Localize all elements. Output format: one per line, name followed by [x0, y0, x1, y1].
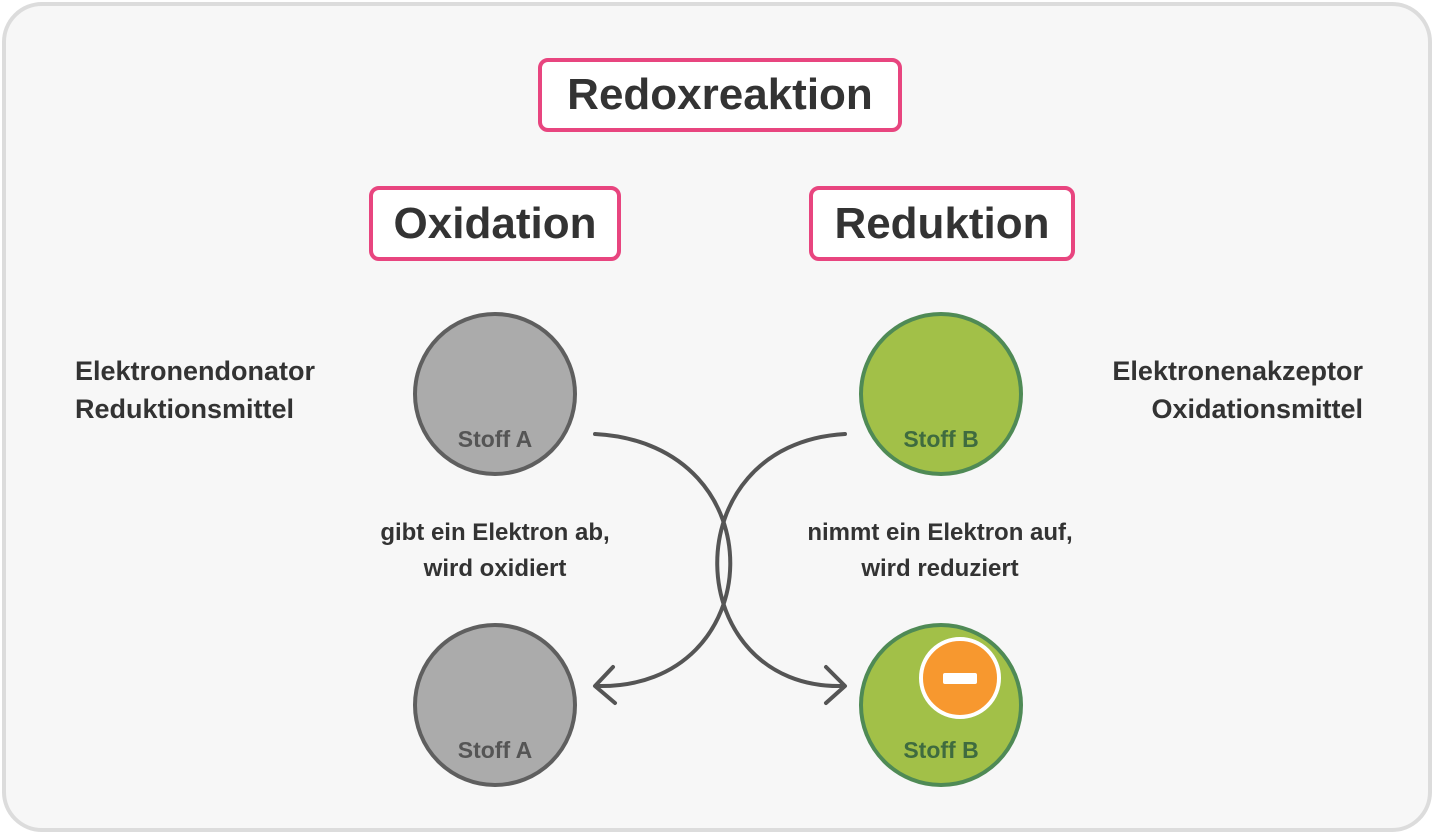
reduction-description-line-2: wird reduziert — [861, 555, 1019, 582]
reduction-heading: Reduktion — [834, 198, 1050, 248]
substance-b-circle — [859, 312, 1023, 476]
substance-b-label: Stoff B — [903, 737, 978, 763]
minus-charge-icon — [919, 637, 1001, 719]
oxidation-heading-box: Oxidation — [369, 186, 621, 261]
substance-a-bottom: Stoff A — [413, 623, 577, 787]
reducing-agent-label: Reduktionsmittel — [75, 394, 295, 424]
substance-a-circle — [413, 312, 577, 476]
oxidation-description: gibt ein Elektron ab, wird oxidiert — [345, 515, 645, 587]
electron-donor-label: Elektronendonator — [75, 356, 316, 386]
reduction-description: nimmt ein Elektron auf, wird reduziert — [770, 515, 1110, 587]
oxidizing-agent-label: Oxidationsmittel — [1151, 394, 1363, 424]
reduction-role-labels: Elektronenakzeptor Oxidationsmittel — [1112, 352, 1363, 428]
diagram-title: Redoxreaktion — [567, 70, 873, 119]
substance-a-label: Stoff A — [458, 426, 533, 452]
substance-a-top: Stoff A — [413, 312, 577, 476]
title-box: Redoxreaktion — [538, 58, 902, 132]
oxidation-heading: Oxidation — [393, 198, 597, 248]
arrow-head-icon — [593, 665, 617, 705]
substance-a-circle — [413, 623, 577, 787]
oxidation-description-line-2: wird oxidiert — [423, 555, 567, 582]
oxidation-role-labels: Elektronendonator Reduktionsmittel — [75, 352, 315, 428]
minus-sign-icon — [943, 673, 977, 684]
curved-arrow-icon — [593, 432, 733, 689]
oxidation-description-line-1: gibt ein Elektron ab, — [380, 519, 610, 546]
substance-b-bottom: Stoff B — [859, 623, 1023, 787]
electron-acceptor-label: Elektronenakzeptor — [1112, 356, 1363, 386]
substance-a-label: Stoff A — [458, 737, 533, 763]
reduction-heading-box: Reduktion — [809, 186, 1075, 261]
substance-b-label: Stoff B — [903, 426, 978, 452]
reduction-description-line-1: nimmt ein Elektron auf, — [807, 519, 1073, 546]
arrow-head-icon — [824, 665, 847, 705]
curved-arrow-icon — [715, 432, 847, 689]
substance-b-top: Stoff B — [859, 312, 1023, 476]
